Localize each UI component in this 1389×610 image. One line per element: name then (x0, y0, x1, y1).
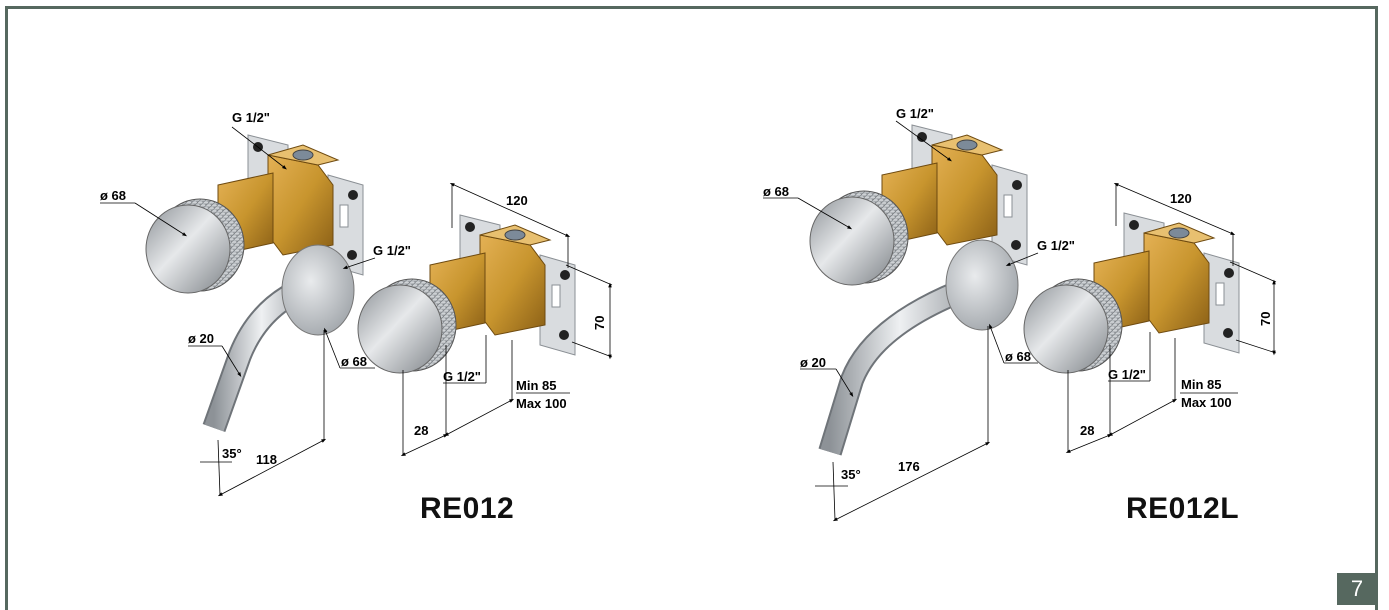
label-inlet-bottom: G 1/2" (443, 369, 481, 384)
model-name: RE012L (1126, 492, 1239, 525)
label-box-height: 70 (1258, 312, 1273, 326)
label-offset: 28 (414, 423, 428, 438)
label-box-width: 120 (1170, 191, 1192, 206)
product-re012: G 1/2" ø 68 G 1/2" ø 20 ø 68 35° 118 120… (100, 110, 613, 525)
label-outlet-thread: G 1/2" (1037, 238, 1075, 253)
label-box-height: 70 (592, 316, 607, 330)
label-handle-dia: ø 68 (763, 184, 789, 199)
product-re012l: G 1/2" ø 68 G 1/2" ø 20 ø 68 35° 176 120… (763, 106, 1277, 525)
label-offset: 28 (1080, 423, 1094, 438)
label-depth-min: Min 85 (1181, 377, 1221, 392)
handle-upper (809, 190, 909, 286)
handle-lower (357, 278, 457, 374)
model-name: RE012 (420, 492, 514, 525)
label-depth-max: Max 100 (516, 396, 567, 411)
spout (202, 244, 355, 433)
label-inlet-top: G 1/2" (896, 106, 934, 121)
label-angle: 35° (222, 446, 242, 461)
label-box-width: 120 (506, 193, 528, 208)
label-inlet-bottom: G 1/2" (1108, 367, 1146, 382)
label-handle-dia: ø 68 (100, 188, 126, 203)
label-spout-dia: ø 20 (188, 331, 214, 346)
label-projection: 118 (256, 452, 277, 467)
label-projection: 176 (898, 459, 920, 474)
page-number-badge: 7 (1337, 573, 1377, 605)
label-spout-dia: ø 20 (800, 355, 826, 370)
label-outlet-thread: G 1/2" (373, 243, 411, 258)
label-depth-min: Min 85 (516, 378, 556, 393)
handle-lower (1023, 278, 1123, 374)
label-rosette-dia: ø 68 (1005, 349, 1031, 364)
label-inlet-top: G 1/2" (232, 110, 270, 125)
handle-upper (145, 198, 245, 294)
spout (818, 239, 1019, 456)
label-rosette-dia: ø 68 (341, 354, 367, 369)
label-depth-max: Max 100 (1181, 395, 1232, 410)
label-angle: 35° (841, 467, 861, 482)
